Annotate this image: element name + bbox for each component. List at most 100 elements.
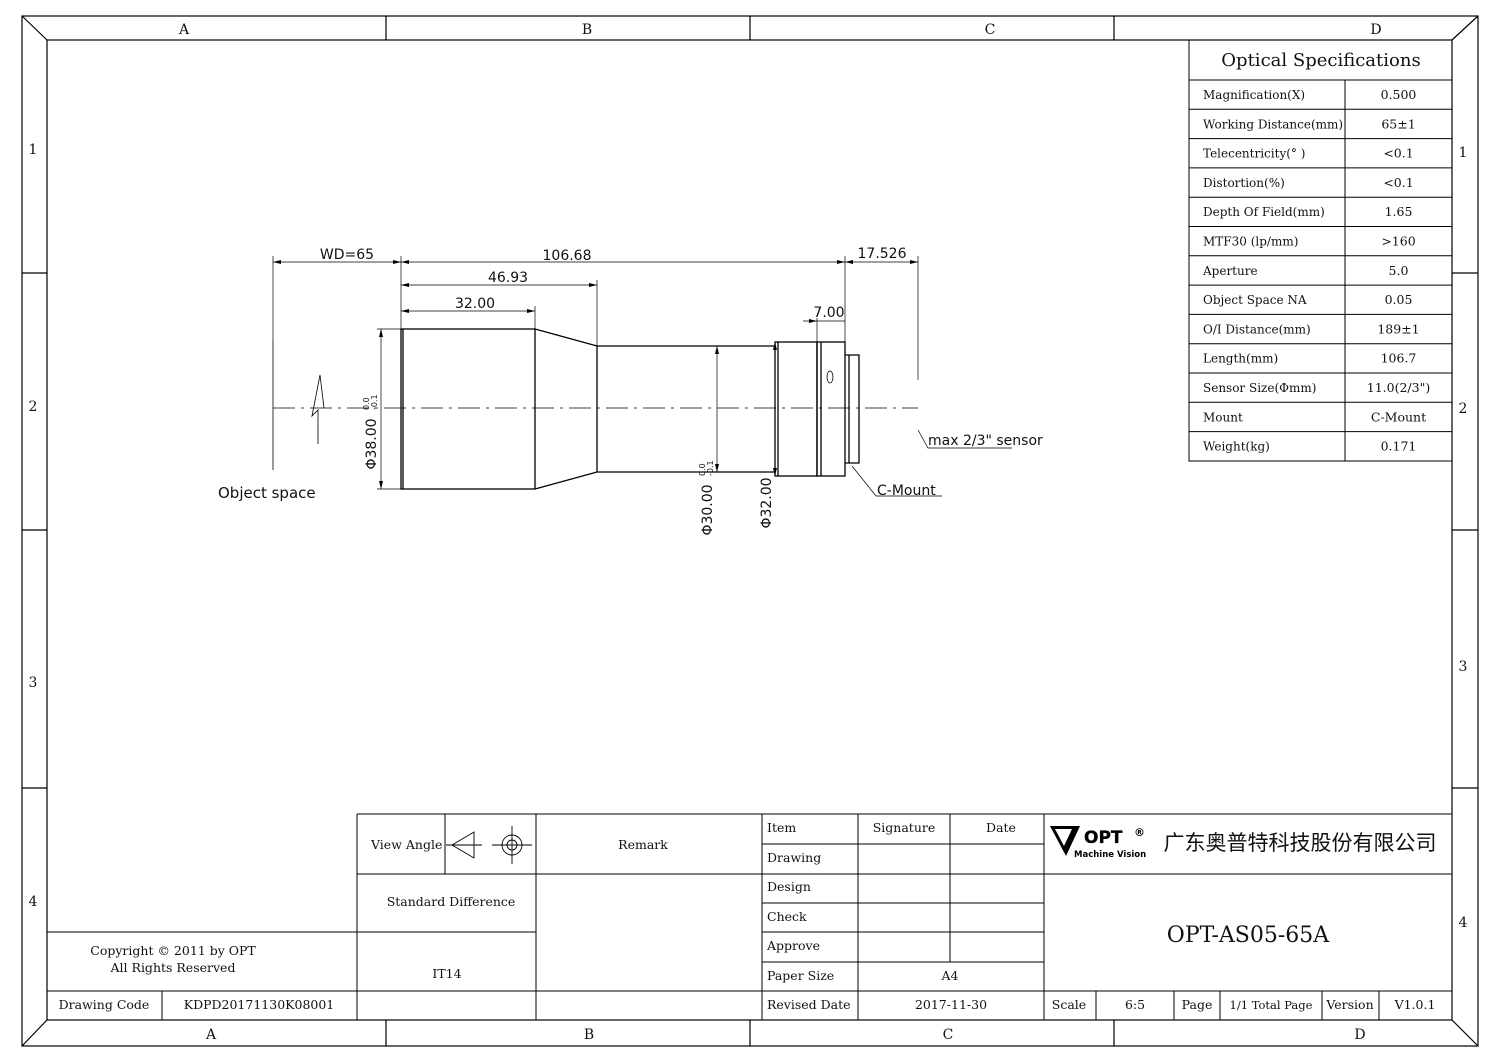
dim-mount-ring: 7.00 [813, 305, 844, 321]
ring-index-mark [826, 370, 834, 384]
title-block: View Angle Remark Standard Difference IT… [47, 813, 1452, 1020]
spec-value: 11.0(2/3") [1367, 380, 1430, 395]
remark-label: Remark [618, 837, 668, 852]
spec-label: Telecentricity(° ) [1203, 147, 1305, 161]
spec-label: Depth Of Field(mm) [1203, 205, 1325, 219]
spec-label: O/I Distance(mm) [1203, 322, 1311, 336]
drawing-code-label: Drawing Code [59, 997, 150, 1012]
view-angle-label: View Angle [370, 837, 442, 852]
paper-size-label: Paper Size [767, 968, 834, 983]
check-row-label: Check [767, 909, 807, 924]
revised-date-label: Revised Date [767, 997, 851, 1012]
dimension-arrowheads [273, 260, 918, 489]
drawing-code-value: KDPD20171130K08001 [184, 997, 335, 1012]
signature-header: Signature [873, 820, 936, 835]
spec-value: 5.0 [1389, 263, 1409, 278]
zone-row-left-2: 2 [29, 399, 38, 415]
spec-value: 1.65 [1385, 204, 1413, 219]
logo-subtitle: Machine Vision [1074, 850, 1146, 860]
scale-label: Scale [1052, 997, 1086, 1012]
copyright-line-2: All Rights Reserved [110, 960, 236, 975]
spec-table-title: Optical Specifications [1221, 50, 1420, 71]
dimension-lines [273, 261, 918, 489]
lens-body-outline [400, 328, 860, 490]
tol-lower-38: -0.1 [370, 394, 379, 410]
title-block-grid [47, 813, 1452, 1020]
design-row-label: Design [767, 879, 811, 894]
page-label: Page [1182, 997, 1213, 1012]
zone-col-top-b: B [582, 22, 592, 38]
copyright-line-1: Copyright © 2011 by OPT [90, 943, 256, 958]
spec-label: Weight(kg) [1203, 440, 1270, 454]
standard-difference-label: Standard Difference [387, 894, 516, 909]
spec-value: 106.7 [1381, 351, 1417, 366]
label-sensor: max 2/3" sensor [928, 433, 1043, 449]
spec-label: Sensor Size(Φmm) [1203, 381, 1316, 395]
spec-value: 189±1 [1377, 321, 1419, 336]
spec-value: 0.05 [1385, 292, 1413, 307]
approve-row-label: Approve [766, 938, 820, 953]
zone-row-left-4: 4 [29, 894, 38, 910]
spec-label: Object Space NA [1203, 293, 1307, 307]
zone-col-bottom-d: D [1354, 1027, 1365, 1043]
third-angle-projection-icon [446, 826, 532, 864]
dim-diameter-32: Φ32.00 [759, 477, 775, 528]
spec-label: Working Distance(mm) [1203, 117, 1343, 131]
dim-total-length: 106.68 [543, 248, 592, 264]
page-value: 1/1 Total Page [1230, 998, 1313, 1012]
spec-label: Distortion(%) [1203, 176, 1285, 190]
item-header: Item [767, 820, 796, 835]
zone-row-left-1: 1 [29, 142, 38, 158]
logo-registered-mark: ® [1134, 826, 1145, 839]
scale-value: 6:5 [1125, 997, 1145, 1012]
object-plane-break-symbol [272, 340, 325, 470]
spec-label: MTF30 (lp/mm) [1203, 235, 1298, 249]
dim-back-focal: 17.526 [858, 246, 907, 262]
spec-value: 65±1 [1381, 116, 1415, 131]
drawing-row-label: Drawing [767, 850, 821, 865]
dim-diameter-38: Φ38.00 [364, 418, 380, 469]
zone-row-left-3: 3 [29, 675, 38, 691]
logo-text: OPT [1084, 828, 1123, 848]
zone-col-bottom-c: C [943, 1027, 954, 1043]
tol-upper-30: 0.0 [698, 463, 707, 476]
version-value: V1.0.1 [1394, 997, 1436, 1012]
zone-col-bottom-b: B [584, 1027, 594, 1043]
zone-col-top-c: C [985, 22, 996, 38]
opt-logo: OPT ® Machine Vision [1050, 826, 1146, 860]
spec-label: Length(mm) [1203, 352, 1278, 366]
dim-working-distance: WD=65 [320, 247, 374, 263]
spec-value: 0.500 [1381, 87, 1417, 102]
dimension-extension-lines [272, 256, 919, 490]
dim-diameter-30: Φ30.00 [700, 484, 716, 535]
label-c-mount: C-Mount [877, 483, 936, 499]
date-header: Date [986, 820, 1016, 835]
zone-col-bottom-a: A [205, 1027, 217, 1043]
dim-front-barrel: 32.00 [455, 296, 495, 312]
optical-spec-table: Optical Specifications Magnification(X) 0… [1188, 39, 1453, 462]
spec-value: <0.1 [1383, 146, 1413, 161]
spec-value: C-Mount [1371, 409, 1426, 424]
part-number: OPT-AS05-65A [1167, 923, 1330, 948]
zone-row-right-1: 1 [1459, 145, 1468, 161]
spec-value: >160 [1381, 234, 1415, 249]
spec-value: 0.171 [1381, 439, 1417, 454]
tol-lower-30: -0.1 [706, 460, 715, 476]
zone-col-top-a: A [178, 22, 190, 38]
lens-drawing [272, 256, 1012, 497]
revised-date-value: 2017-11-30 [915, 997, 987, 1012]
zone-row-right-3: 3 [1459, 659, 1468, 675]
label-object-space: Object space [218, 484, 316, 502]
dim-front-taper: 46.93 [488, 270, 528, 286]
zone-col-top-d: D [1370, 22, 1381, 38]
tol-upper-38: 0.0 [362, 397, 371, 410]
sheet-frame [21, 15, 1479, 1047]
zone-row-right-4: 4 [1459, 915, 1468, 931]
spec-label: Magnification(X) [1203, 88, 1305, 102]
zone-row-right-2: 2 [1459, 401, 1468, 417]
spec-value: <0.1 [1383, 175, 1413, 190]
tolerance-grade: IT14 [432, 966, 461, 981]
spec-label: Aperture [1202, 264, 1258, 278]
spec-label: Mount [1203, 410, 1243, 424]
